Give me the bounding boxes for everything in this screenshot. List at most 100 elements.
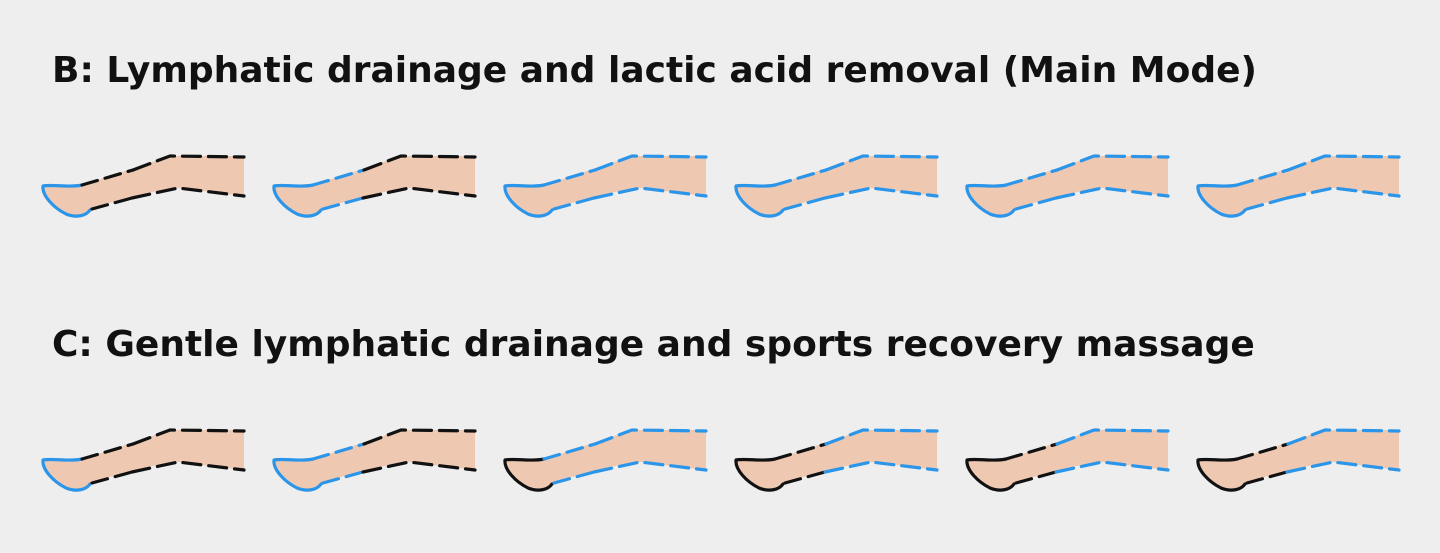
lower-leg-chamber-bottom: [1014, 470, 1058, 485]
lower-leg-chamber-top: [80, 442, 135, 461]
lower-leg-chamber-top: [80, 168, 135, 187]
leg-fill: [504, 430, 706, 491]
leg-diagram: [734, 154, 939, 218]
lower-leg-chamber-top: [1004, 168, 1059, 187]
upper-leg-chamber-top: [362, 154, 477, 172]
leg-step-2: [271, 144, 481, 234]
upper-leg-chamber-bottom: [1285, 460, 1401, 474]
foot-chamber-outline: [41, 183, 92, 218]
leg-diagram: [41, 154, 246, 218]
upper-leg-chamber-top: [131, 428, 246, 446]
mode-c-sequence: [0, 418, 1440, 508]
leg-step-3: [502, 418, 712, 508]
leg-diagram: [272, 428, 477, 492]
leg-step-6: [1195, 418, 1405, 508]
upper-leg-chamber-bottom: [823, 460, 939, 474]
leg-fill: [966, 156, 1168, 217]
foot-chamber-outline: [1196, 457, 1247, 492]
leg-fill: [273, 430, 475, 491]
leg-diagram: [41, 428, 246, 492]
lower-leg-chamber-top: [542, 168, 597, 187]
upper-leg-chamber-bottom: [130, 460, 246, 474]
lower-leg-chamber-bottom: [552, 196, 596, 211]
leg-step-2: [271, 418, 481, 508]
leg-diagram: [734, 428, 939, 492]
lower-leg-chamber-top: [311, 442, 366, 461]
lower-leg-chamber-bottom: [90, 470, 134, 485]
lower-leg-chamber-bottom: [1245, 196, 1289, 211]
mode-b-title: B: Lymphatic drainage and lactic acid re…: [52, 50, 1257, 91]
foot-chamber-outline: [503, 457, 554, 492]
lower-leg-chamber-top: [542, 442, 597, 461]
foot-chamber-outline: [734, 183, 785, 218]
upper-leg-chamber-top: [1286, 428, 1401, 446]
upper-leg-chamber-top: [362, 428, 477, 446]
lower-leg-chamber-bottom: [1245, 470, 1289, 485]
foot-chamber-outline: [272, 183, 323, 218]
leg-fill: [42, 156, 245, 217]
leg-diagram: [965, 428, 1170, 492]
lower-leg-chamber-bottom: [552, 470, 596, 485]
upper-leg-chamber-bottom: [592, 460, 708, 474]
leg-step-4: [733, 418, 943, 508]
leg-fill: [966, 430, 1168, 491]
upper-leg-chamber-bottom: [1054, 460, 1170, 474]
leg-step-4: [733, 144, 943, 234]
foot-chamber-outline: [965, 457, 1016, 492]
leg-fill: [1197, 430, 1399, 491]
leg-diagram: [1196, 154, 1401, 218]
leg-fill: [735, 156, 937, 217]
lower-leg-chamber-top: [773, 442, 828, 461]
upper-leg-chamber-bottom: [1054, 186, 1170, 200]
foot-chamber-outline: [734, 457, 785, 492]
leg-diagram: [965, 154, 1170, 218]
lower-leg-chamber-bottom: [90, 196, 134, 211]
leg-diagram: [1196, 428, 1401, 492]
leg-step-6: [1195, 144, 1405, 234]
foot-chamber-outline: [1196, 183, 1247, 218]
leg-fill: [273, 156, 475, 217]
foot-chamber-outline: [41, 457, 92, 492]
upper-leg-chamber-top: [1055, 428, 1170, 446]
leg-diagram: [503, 154, 708, 218]
leg-fill: [504, 156, 706, 217]
upper-leg-chamber-bottom: [361, 186, 477, 200]
leg-fill: [735, 430, 937, 491]
foot-chamber-outline: [272, 457, 323, 492]
foot-chamber-outline: [503, 183, 554, 218]
leg-step-5: [964, 418, 1174, 508]
leg-step-3: [502, 144, 712, 234]
upper-leg-chamber-bottom: [361, 460, 477, 474]
lower-leg-chamber-top: [311, 168, 366, 187]
upper-leg-chamber-top: [824, 154, 939, 172]
lower-leg-chamber-bottom: [1014, 196, 1058, 211]
foot-chamber-outline: [965, 183, 1016, 218]
upper-leg-chamber-top: [593, 428, 708, 446]
leg-step-1: [40, 418, 250, 508]
leg-step-1: [40, 144, 250, 234]
upper-leg-chamber-bottom: [1285, 186, 1401, 200]
mode-c-title: C: Gentle lymphatic drainage and sports …: [52, 324, 1255, 365]
upper-leg-chamber-bottom: [592, 186, 708, 200]
lower-leg-chamber-bottom: [783, 196, 827, 211]
lower-leg-chamber-bottom: [783, 470, 827, 485]
leg-fill: [1197, 156, 1399, 217]
upper-leg-chamber-top: [1055, 154, 1170, 172]
upper-leg-chamber-top: [824, 428, 939, 446]
upper-leg-chamber-bottom: [823, 186, 939, 200]
upper-leg-chamber-top: [131, 154, 246, 172]
lower-leg-chamber-top: [1004, 442, 1059, 461]
leg-step-5: [964, 144, 1174, 234]
upper-leg-chamber-top: [1286, 154, 1401, 172]
lower-leg-chamber-bottom: [321, 196, 365, 211]
lower-leg-chamber-top: [1235, 442, 1290, 461]
leg-diagram: [503, 428, 708, 492]
mode-b-sequence: [0, 144, 1440, 234]
upper-leg-chamber-top: [593, 154, 708, 172]
leg-diagram: [272, 154, 477, 218]
upper-leg-chamber-bottom: [130, 186, 246, 200]
lower-leg-chamber-bottom: [321, 470, 365, 485]
lower-leg-chamber-top: [773, 168, 828, 187]
lower-leg-chamber-top: [1235, 168, 1290, 187]
leg-fill: [42, 430, 245, 491]
